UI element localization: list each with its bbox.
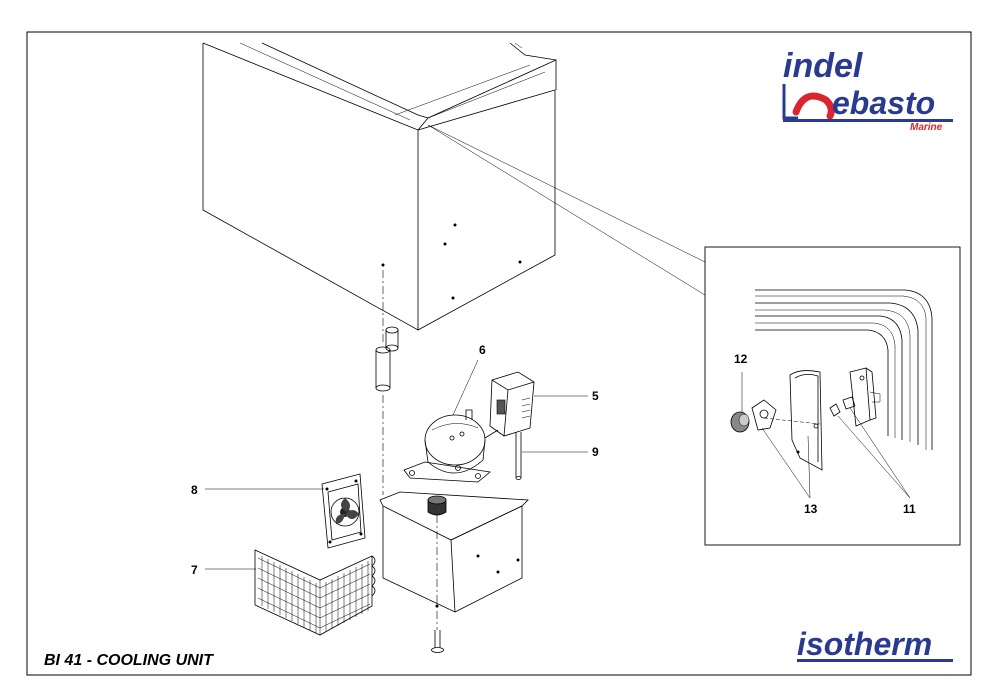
mounting-bolt (431, 630, 444, 653)
detail-inset (704, 246, 961, 546)
callout-13: 13 (804, 502, 818, 516)
compressor (403, 409, 499, 483)
isotherm-logo: isotherm (797, 626, 953, 662)
condenser (254, 549, 376, 636)
isotherm-wordmark: isotherm (797, 626, 932, 662)
callout-7: 7 (191, 563, 198, 577)
drawing-title: BI 41 - COOLING UNIT (44, 652, 214, 669)
isotherm-underline (797, 659, 953, 662)
callout-5: 5 (592, 389, 599, 403)
page-frame (26, 31, 972, 676)
callout-11: 11 (903, 502, 916, 516)
logo-bracket-icon (782, 84, 798, 120)
logo-underline (783, 119, 953, 122)
rubber-grommet (427, 495, 447, 516)
electronic-unit (489, 371, 535, 437)
cooling-fan (321, 473, 366, 549)
indel-wordmark: indel (783, 47, 864, 85)
mounting-bracket (379, 491, 529, 613)
webasto-wordmark: ebasto (832, 85, 935, 121)
webasto-swoosh-icon (792, 92, 835, 120)
marine-subtitle: Marine (910, 122, 943, 133)
indel-webasto-logo: indel ebasto Marine (782, 47, 953, 133)
callout-8: 8 (191, 483, 198, 497)
detail-leader-upper (427, 124, 706, 263)
sensor-lead (515, 432, 522, 480)
detail-leader-lower (427, 124, 706, 296)
tube-segments (375, 326, 399, 392)
callout-leaders (205, 359, 911, 570)
callout-6: 6 (479, 343, 486, 357)
fridge-cabinet (202, 42, 557, 331)
callout-9: 9 (592, 445, 599, 459)
callout-12: 12 (734, 352, 748, 366)
